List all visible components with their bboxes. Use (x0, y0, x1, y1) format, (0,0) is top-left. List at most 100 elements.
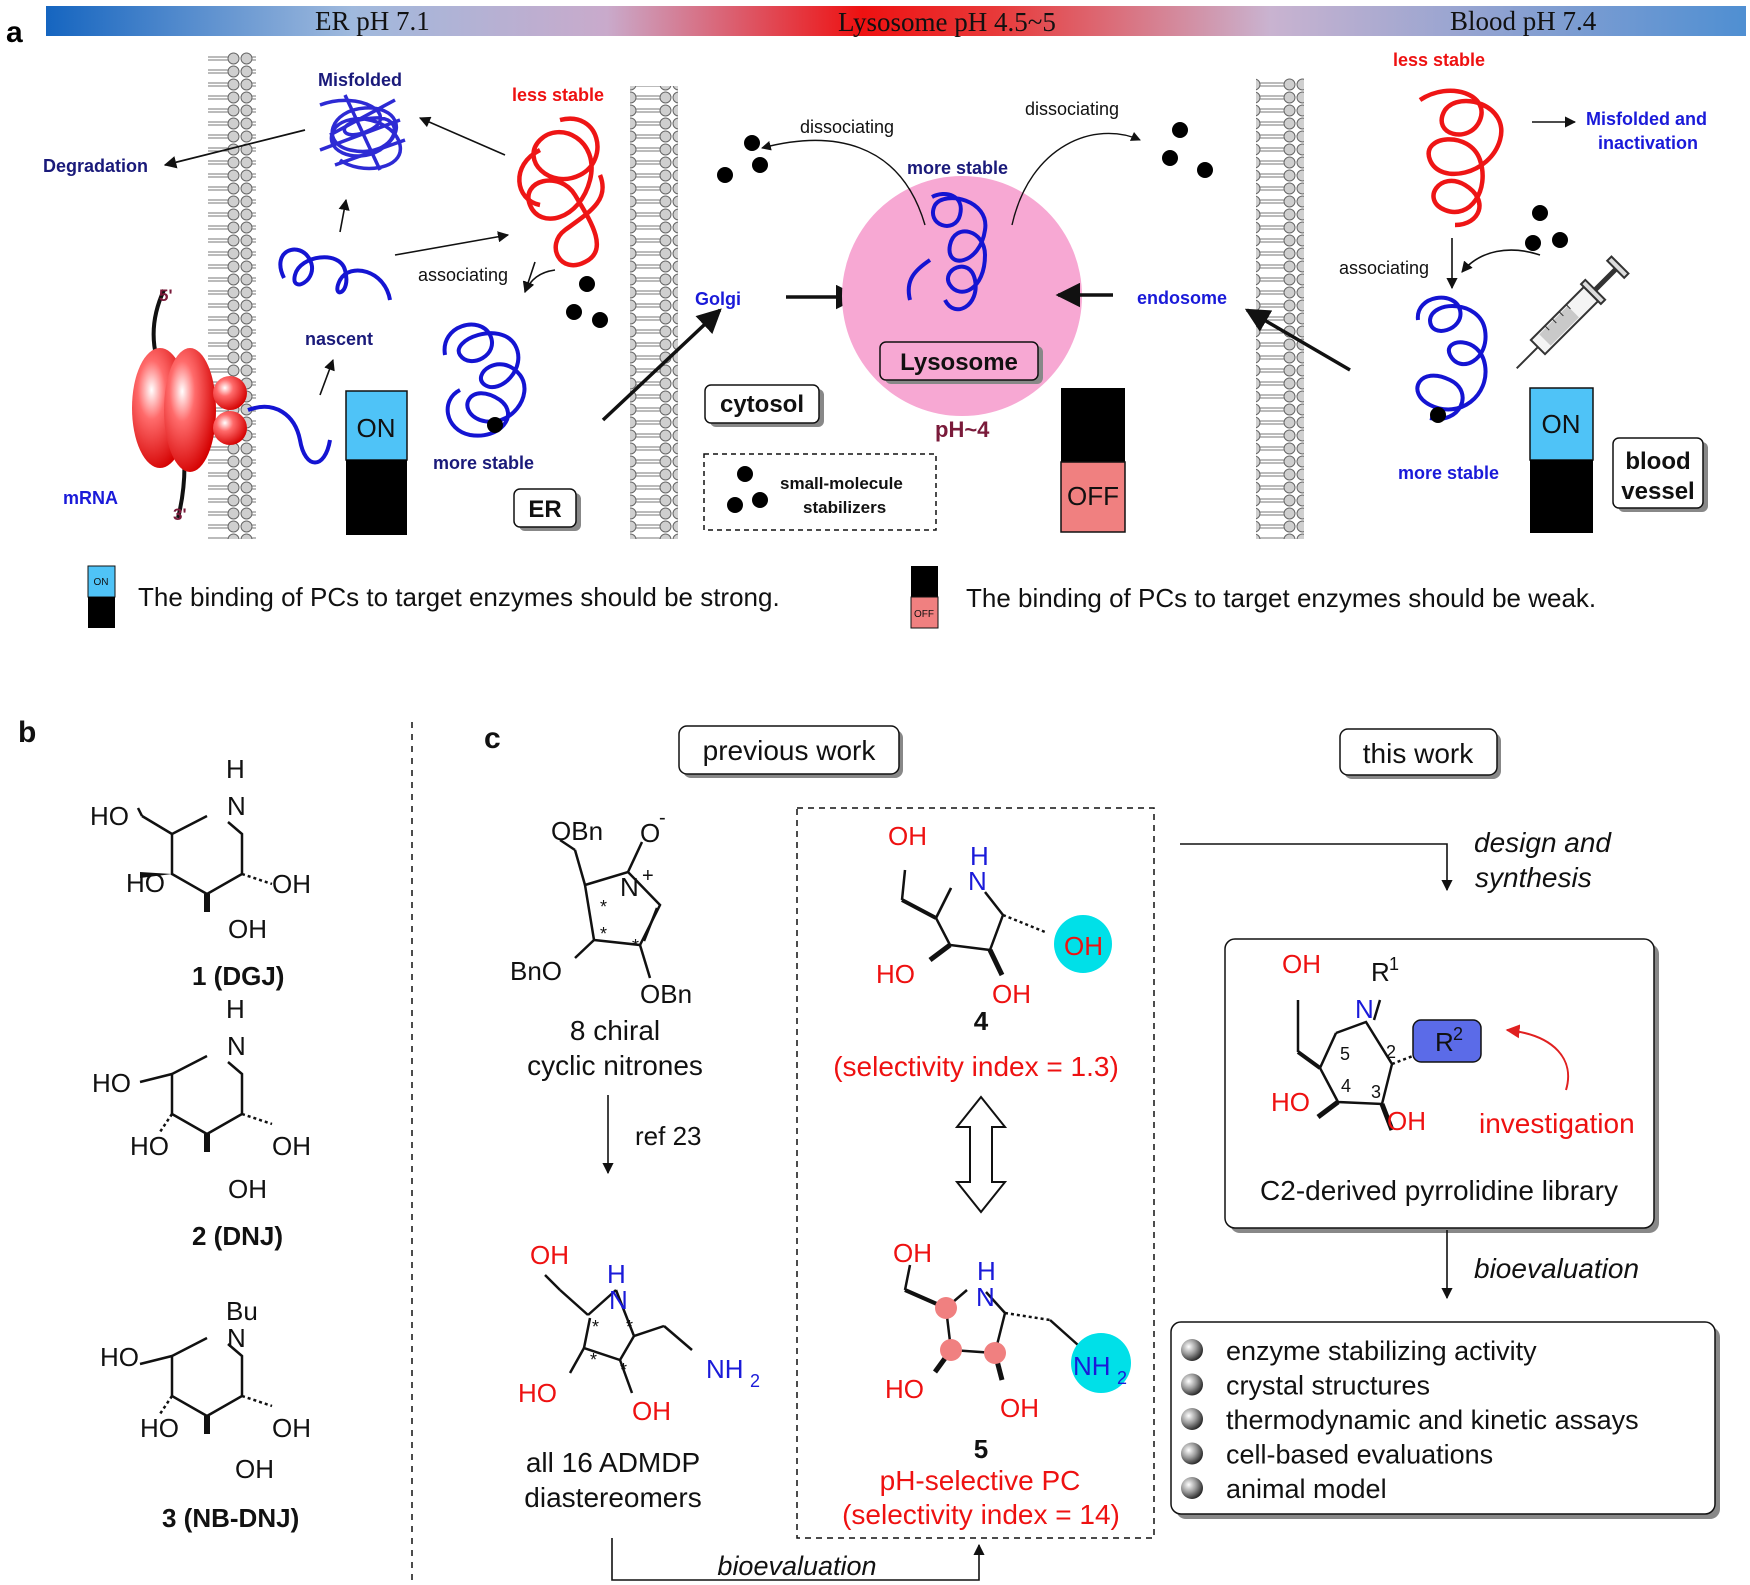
c1-ho-left: HO (126, 868, 165, 898)
bound-stabilizer-er (487, 417, 503, 433)
chiral-line2: cyclic nitrones (527, 1050, 703, 1081)
arrow-design-synthesis (1180, 843, 1453, 892)
panel-label-a: a (6, 16, 23, 49)
c3-ho-left: HO (140, 1413, 179, 1443)
legend-off-switch-top (911, 566, 938, 597)
c5-nh2-sub: 2 (1117, 1368, 1127, 1388)
lib-r2: R (1435, 1027, 1454, 1057)
stabilizer-legend-line1: small-molecule (780, 474, 903, 493)
lib-pos3: 3 (1371, 1082, 1381, 1102)
admdp-star-4: * (620, 1360, 627, 1380)
switch-off-top (1061, 388, 1125, 462)
activity-bullet-icon (1181, 1373, 1203, 1396)
stabilizer-dots-cytosol (717, 135, 768, 183)
syringe-icon (1516, 255, 1630, 369)
membrane-er (208, 52, 256, 539)
activity-item: enzyme stabilizing activity (1226, 1336, 1537, 1366)
endosome-label: endosome (1137, 288, 1227, 308)
lib-pos4: 4 (1341, 1076, 1351, 1096)
compound-3-label: 3 (NB-DNJ) (162, 1503, 299, 1533)
admdp-oh: OH (632, 1396, 671, 1426)
nitrone-n: N (620, 872, 639, 902)
nitrone-minus: - (659, 807, 666, 829)
arrow-associating-blood (1461, 249, 1541, 273)
misfolded-protein (319, 94, 406, 171)
bioevaluation-bracket (611, 1538, 985, 1581)
c4-n: N (968, 866, 987, 896)
design-line1: design and (1474, 827, 1612, 858)
er-box-label: ER (528, 496, 561, 523)
c5-ho: HO (885, 1374, 924, 1404)
ph-gradient-bar (46, 6, 1746, 36)
arrow-blood-to-endosome (1244, 308, 1351, 372)
previous-work-label: previous work (703, 735, 877, 766)
switch-off-bottom (1060, 461, 1126, 533)
lib-n: N (1355, 994, 1374, 1024)
c2-oh-bottom: OH (228, 1174, 267, 1204)
admdp-n: N (609, 1285, 628, 1315)
c2-ho-top: HO (92, 1068, 131, 1098)
stabilizer-legend-dots (727, 466, 768, 513)
ph4-label: pH~4 (935, 417, 990, 442)
switch-on-2-bottom (1530, 460, 1593, 533)
nitrone-structure: OBn O - N + BnO OBn * * * (510, 807, 692, 1009)
lib-r2-sup: 2 (1453, 1024, 1463, 1044)
chiral-line1: 8 chiral (570, 1015, 660, 1046)
arrow-less-to-more-stable-er (522, 261, 536, 294)
compound-5-highlight (1071, 1333, 1131, 1393)
c4-h: H (970, 841, 989, 871)
compound-5-number: 5 (974, 1434, 988, 1464)
dissociating-right-label: dissociating (1025, 99, 1119, 119)
lib-r1: R (1371, 957, 1390, 987)
bound-stabilizer-blood (1430, 407, 1446, 423)
five-prime-label: 5' (159, 286, 173, 305)
panel-a: a ER pH 7.1 Lysosome pH 4.5~5 Blood pH 7… (6, 6, 1746, 629)
admdp-line1: all 16 ADMDP (526, 1447, 700, 1478)
compound-4-structure: OH H N OH HO OH (876, 821, 1112, 1009)
legend-off-switch-bottom (910, 596, 939, 629)
dissociating-left-label: dissociating (800, 117, 894, 137)
activity-bullet-icon (1181, 1477, 1203, 1499)
panel-b: b H N HO HO OH OH 1 (DGJ) H N HO (18, 716, 311, 1533)
associating-label-blood: associating (1339, 258, 1429, 278)
nitrone-star-3: * (632, 936, 639, 956)
panel-label-c: c (484, 722, 501, 755)
lib-pos2: 2 (1386, 1042, 1396, 1062)
c5-stereo-2 (940, 1339, 962, 1361)
double-arrow-4-5 (954, 1095, 1008, 1214)
previous-work-box (678, 725, 900, 775)
activity-item: crystal structures (1226, 1371, 1430, 1401)
nitrone-obn-top: OBn (551, 816, 603, 846)
ribosome-large-subunit-2 (164, 348, 216, 472)
admdp-h: H (607, 1259, 626, 1289)
c3-bu: Bu (226, 1296, 258, 1326)
c4-oh-top: OH (888, 821, 927, 851)
arrow-to-degradation (163, 129, 306, 169)
nitrone-plus: + (642, 865, 654, 887)
arrow-dissociating-right (1011, 131, 1141, 226)
ref23-label: ref 23 (635, 1121, 702, 1151)
switch-on-1-bottom (346, 460, 407, 535)
more-stable-label-lyso: more stable (907, 158, 1008, 178)
r2-group-box (1412, 1019, 1482, 1063)
blood-vessel-line2: vessel (1621, 478, 1694, 505)
c3-oh-right: OH (272, 1413, 311, 1443)
more-stable-protein-er (442, 322, 527, 438)
c5-h: H (977, 1256, 996, 1286)
c4-ho: HO (876, 959, 915, 989)
legend-off-switch-label: OFF (914, 609, 934, 620)
arrow-er-to-golgi (601, 308, 722, 422)
c3-oh-bottom: OH (235, 1454, 274, 1484)
admdp-star-3: * (590, 1350, 597, 1370)
activity-item: thermodynamic and kinetic assays (1226, 1405, 1639, 1435)
c5-stereo-1 (935, 1297, 957, 1319)
more-stable-protein-lysosome (906, 192, 988, 312)
c1-oh-right: OH (272, 869, 311, 899)
admdp-structure: OH H N NH 2 HO OH * * * * (518, 1240, 760, 1426)
membrane-lysosome (630, 86, 678, 539)
c1-oh-bottom: OH (228, 914, 267, 944)
c5-stereo-3 (984, 1342, 1006, 1364)
c5-n: N (976, 1282, 995, 1312)
nascent-chain (247, 404, 332, 465)
lib-oh-bottom: OH (1387, 1106, 1426, 1136)
